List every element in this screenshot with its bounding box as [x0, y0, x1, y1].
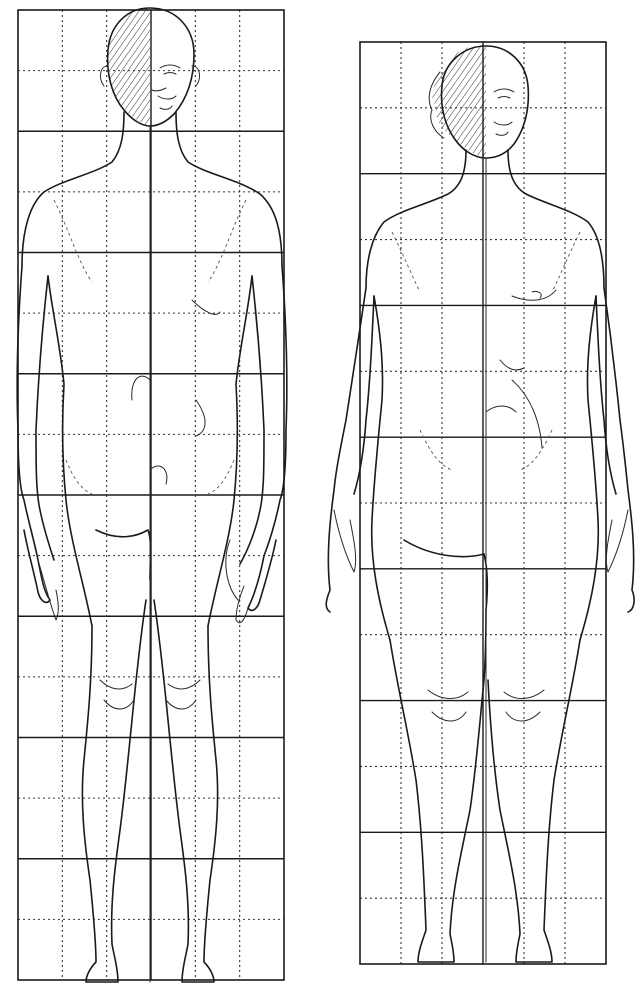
- female-abdomen-detail: [486, 360, 542, 448]
- female-figure: [326, 40, 634, 962]
- male-figure: [17, 4, 287, 982]
- female-face-features: [494, 89, 514, 135]
- male-abdomen-detail: [132, 300, 220, 484]
- female-panel: [326, 40, 634, 964]
- male-groin-line: [96, 530, 151, 580]
- female-grid: [360, 42, 606, 964]
- female-groin-line: [404, 540, 487, 610]
- female-hands: [334, 510, 628, 572]
- female-hair-shading: [426, 40, 488, 162]
- female-breast-line: [512, 290, 556, 300]
- female-torso: [372, 296, 599, 640]
- male-face-features: [152, 65, 180, 109]
- female-right-arm: [596, 288, 634, 612]
- male-hands: [38, 540, 248, 623]
- female-legs: [390, 610, 580, 962]
- male-panel: [17, 4, 287, 982]
- male-grid: [18, 10, 284, 980]
- female-neck-shoulders: [366, 150, 604, 288]
- male-right-arm: [240, 266, 287, 610]
- male-neck-shoulders: [22, 112, 282, 266]
